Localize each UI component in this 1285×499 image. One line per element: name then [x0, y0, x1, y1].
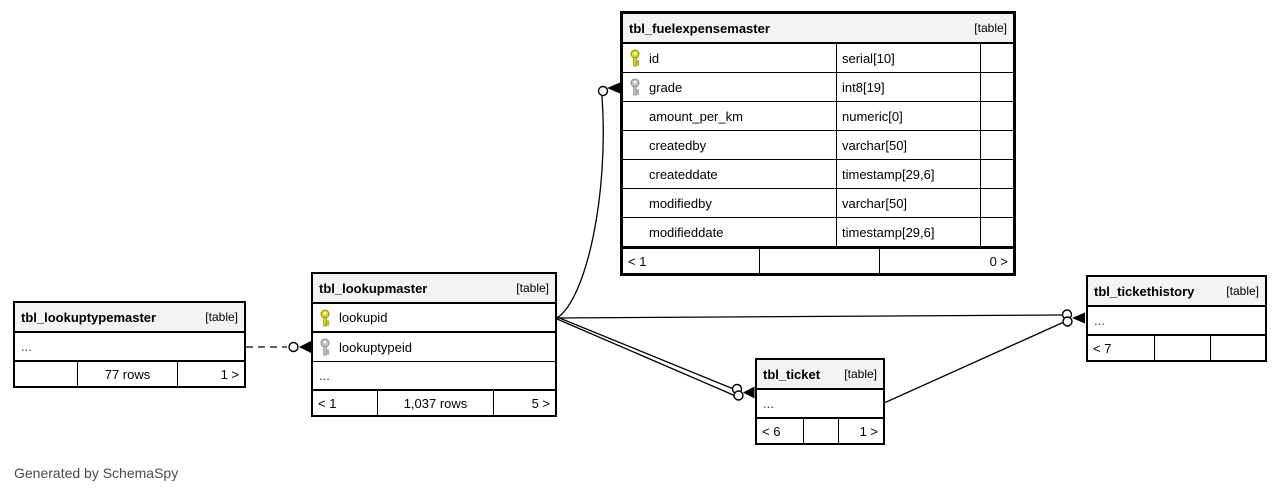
table-header[interactable]: tbl_lookupmaster [table]	[313, 274, 555, 304]
footer-children	[1210, 336, 1265, 360]
table-node-lookupmaster[interactable]: tbl_lookupmaster [table] lookupid lookup…	[311, 272, 557, 417]
table-footer: < 6 1 >	[757, 417, 883, 443]
table-node-lookuptypemaster[interactable]: tbl_lookuptypemaster [table] ... 77 rows…	[13, 301, 246, 388]
hidden-columns-ellipsis: ...	[763, 396, 774, 411]
fk-arrowhead	[743, 386, 755, 399]
table-badge: [table]	[844, 367, 877, 381]
edge-lookupmaster-ticket-2	[556, 318, 735, 397]
column-extra-cell	[980, 131, 1013, 159]
footer-children: 5 >	[493, 391, 555, 415]
table-header[interactable]: tbl_fuelexpensemaster [table]	[623, 14, 1013, 44]
column-extra-cell	[980, 73, 1013, 101]
fk-endpoint-circle	[733, 390, 744, 401]
table-name: tbl_lookupmaster	[319, 280, 428, 296]
fk-arrowhead	[1072, 312, 1085, 324]
table-footer: 77 rows 1 >	[15, 360, 244, 386]
footer-children: 1 >	[838, 419, 883, 443]
table-header[interactable]: tbl_tickethistory [table]	[1088, 277, 1265, 307]
footer-rows	[1154, 336, 1210, 360]
table-row: modifieddate timestamp[29,6]	[623, 218, 1013, 247]
edge-lookupmaster-tickethistory	[556, 314, 1063, 319]
column-type: varchar[50]	[836, 131, 980, 159]
table-node-fuelexpensemaster[interactable]: tbl_fuelexpensemaster [table] id serial[…	[620, 11, 1016, 276]
table-row: modifiedby varchar[50]	[623, 189, 1013, 218]
table-row: amount_per_km numeric[0]	[623, 102, 1013, 131]
table-row: lookuptypeid	[313, 333, 555, 362]
column-extra-cell	[980, 218, 1013, 246]
foreign-key-icon	[630, 78, 640, 96]
footer-children: 1 >	[177, 362, 244, 386]
table-row: id serial[10]	[623, 44, 1013, 73]
hidden-columns-ellipsis: ...	[1094, 313, 1105, 328]
table-footer: < 1 0 >	[623, 247, 1013, 273]
footer-children: 0 >	[879, 249, 1013, 273]
footer-rows	[759, 249, 879, 273]
table-footer: < 7	[1088, 334, 1265, 360]
table-name: tbl_fuelexpensemaster	[629, 20, 770, 36]
fk-arrowhead	[607, 82, 620, 94]
footer-rows: 1,037 rows	[377, 391, 493, 415]
column-name: modifieddate	[649, 224, 724, 240]
footer-parents: < 1	[628, 253, 647, 269]
column-name: grade	[649, 79, 683, 95]
hidden-columns-ellipsis: ...	[319, 368, 330, 383]
foreign-key-icon	[320, 338, 330, 356]
table-name: tbl_tickethistory	[1094, 283, 1195, 299]
fk-endpoint-circle	[597, 85, 609, 97]
column-extra-cell	[980, 44, 1013, 72]
column-name: createddate	[649, 166, 718, 182]
column-name: modifiedby	[649, 195, 712, 211]
table-row: grade int8[19]	[623, 73, 1013, 102]
table-name: tbl_ticket	[763, 366, 821, 382]
fk-endpoint-circle	[288, 341, 299, 353]
column-name: lookupid	[339, 310, 388, 325]
table-row: createddate timestamp[29,6]	[623, 160, 1013, 189]
footer-rows	[803, 419, 838, 443]
table-badge: [table]	[974, 21, 1007, 35]
column-extra-cell	[980, 102, 1013, 130]
column-type: varchar[50]	[836, 189, 980, 217]
column-extra-cell	[980, 189, 1013, 217]
column-name: id	[649, 50, 660, 66]
footer-parents: < 1	[318, 395, 337, 411]
footer-rows: 77 rows	[77, 362, 177, 386]
table-name: tbl_lookuptypemaster	[21, 309, 157, 325]
hidden-columns-ellipsis: ...	[21, 339, 32, 354]
column-name: amount_per_km	[649, 108, 743, 124]
table-badge: [table]	[516, 281, 549, 295]
column-extra-cell	[980, 160, 1013, 188]
table-row: lookupid	[313, 304, 555, 333]
fk-endpoint-circle	[1062, 316, 1073, 327]
column-type: timestamp[29,6]	[836, 218, 980, 246]
primary-key-icon	[320, 309, 330, 326]
table-badge: [table]	[1226, 284, 1259, 298]
table-node-ticket[interactable]: tbl_ticket [table] ... < 6 1 >	[755, 358, 885, 445]
table-header[interactable]: tbl_ticket [table]	[757, 360, 883, 390]
column-name: lookuptypeid	[339, 339, 412, 355]
table-footer: < 1 1,037 rows 5 >	[313, 389, 555, 415]
edge-ticket-tickethistory	[883, 321, 1065, 404]
table-row: createdby varchar[50]	[623, 131, 1013, 160]
edge-lookupmaster-fuelexpensemaster	[556, 95, 604, 319]
column-type: serial[10]	[836, 44, 980, 72]
generated-by-note: Generated by SchemaSpy	[14, 465, 179, 481]
column-type: timestamp[29,6]	[836, 160, 980, 188]
edge-lookupmaster-ticket-1	[556, 316, 734, 390]
table-node-tickethistory[interactable]: tbl_tickethistory [table] ... < 7	[1086, 275, 1267, 362]
primary-key-icon	[630, 49, 640, 67]
column-type: numeric[0]	[836, 102, 980, 130]
column-name: createdby	[649, 137, 707, 153]
footer-parents: < 6	[762, 423, 781, 439]
table-header[interactable]: tbl_lookuptypemaster [table]	[15, 303, 244, 333]
fk-arrowhead	[299, 341, 311, 353]
table-badge: [table]	[205, 310, 238, 324]
footer-parents: < 7	[1093, 340, 1112, 356]
column-type: int8[19]	[836, 73, 980, 101]
